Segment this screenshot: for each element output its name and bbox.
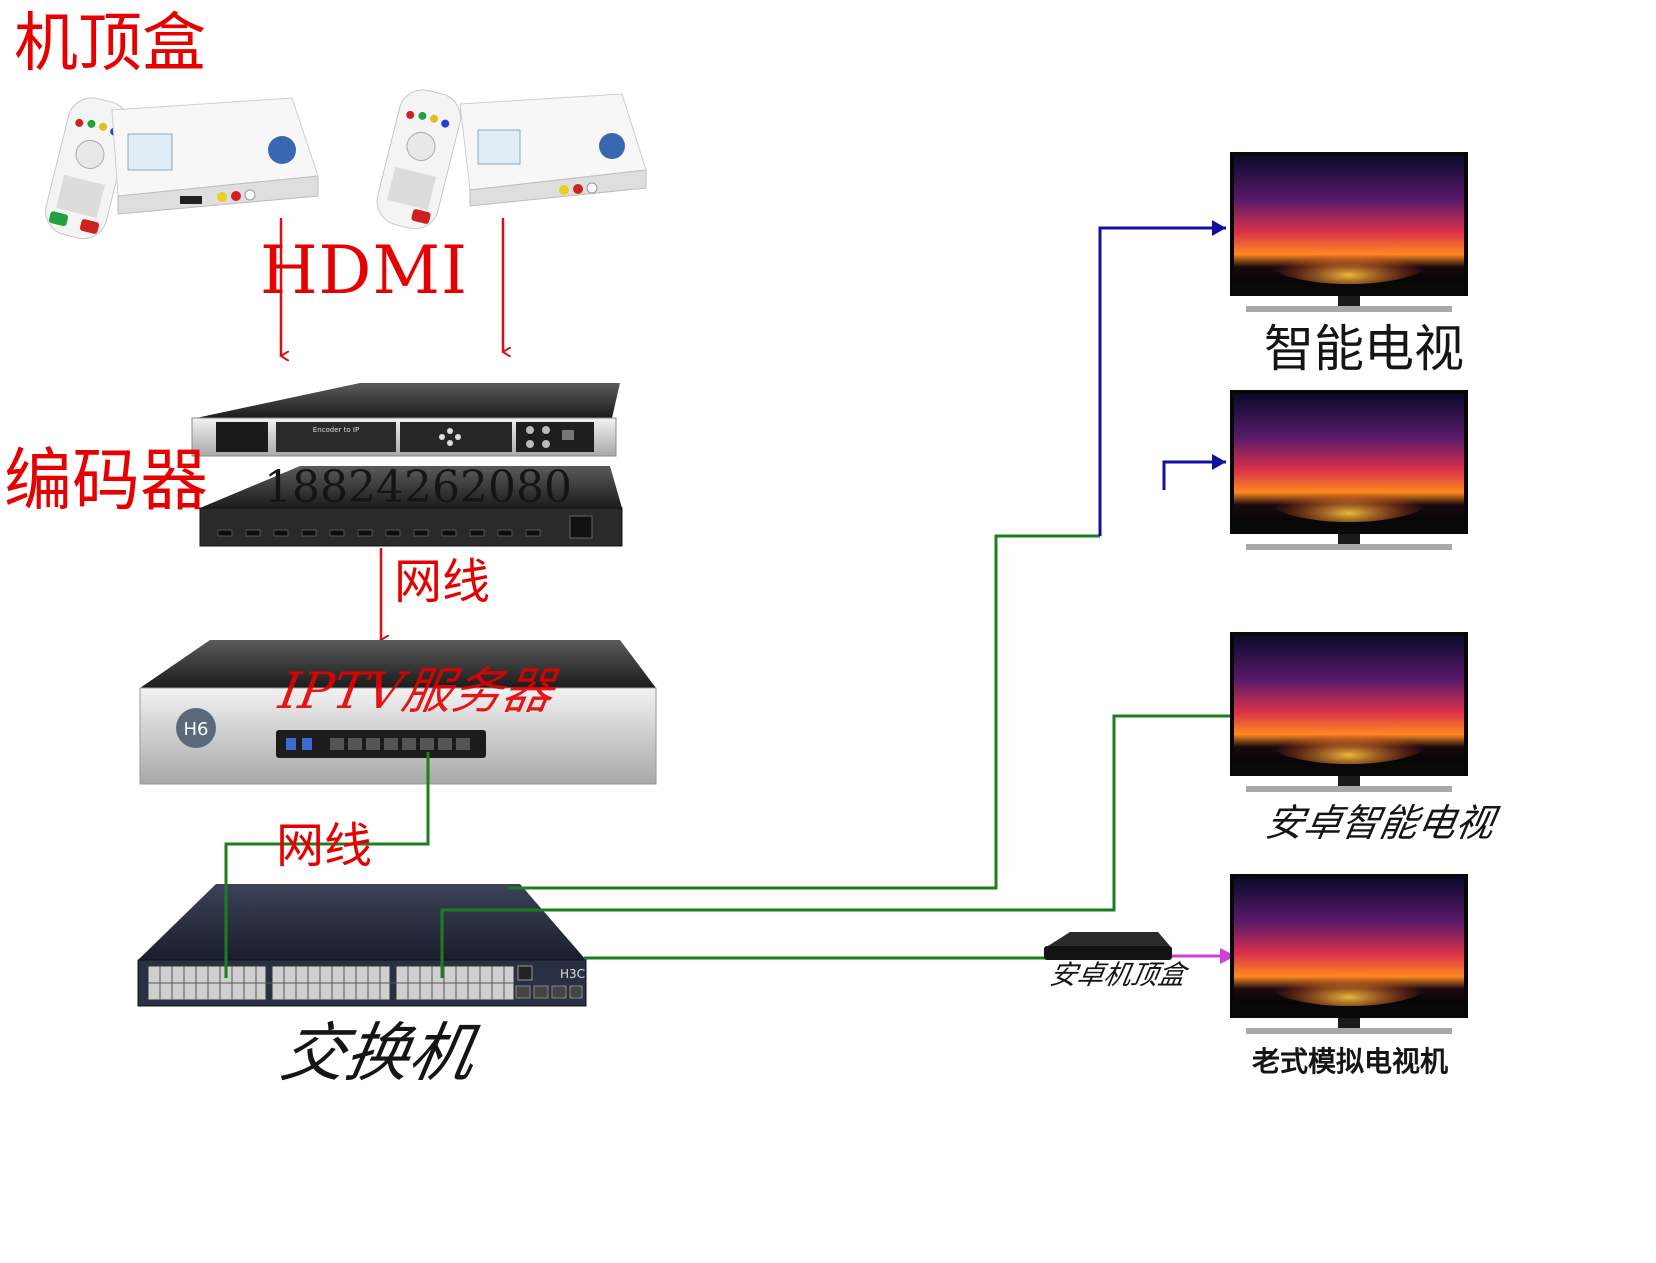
smart-tv-1 — [1230, 152, 1468, 312]
encoder-top-unit — [196, 383, 620, 418]
network-cable-label-1: 网线 — [394, 554, 491, 610]
set-top-box-2 — [376, 89, 647, 230]
server-to-switch-link — [224, 752, 430, 978]
switch-label: 交换机 — [275, 1017, 481, 1091]
encoder-label: 编码器 — [4, 442, 209, 521]
old-analog-tv-label: 老式模拟电视机 — [1252, 1045, 1449, 1078]
android-set-top-box-label: 安卓机顶盒 — [1047, 960, 1188, 991]
smart-tv-2 — [1230, 390, 1468, 550]
server-ethernet-ports — [330, 738, 470, 750]
encoder-panel-text: Encoder to IP — [313, 426, 359, 434]
hdmi-label: HDMI — [260, 232, 469, 309]
box-body-2 — [459, 93, 647, 207]
blue-tv-links — [1098, 220, 1226, 536]
smart-tv-1-link — [1098, 226, 1226, 536]
green-network-links — [224, 534, 1236, 978]
server-badge — [176, 708, 216, 748]
switch-sfp-ports — [515, 985, 583, 999]
old-analog-tv — [1230, 874, 1468, 1034]
set-top-box-1 — [45, 97, 319, 240]
iptv-server-label: IPTV服务器 — [274, 662, 558, 720]
switch-port-dividers — [148, 966, 514, 1000]
android-set-top-box-device — [1044, 932, 1172, 960]
switch-brand: H3C — [560, 967, 585, 981]
smart-tv-2-link — [1162, 460, 1226, 490]
encoder-bottom-unit — [200, 466, 622, 508]
set-top-box-label: 机顶盒 — [14, 7, 206, 81]
remote-control-2 — [376, 89, 461, 230]
network-switch-device: H3C — [137, 884, 587, 1007]
smart-tv-label: 智能电视 — [1264, 320, 1464, 378]
android-smart-tv-label: 安卓智能电视 — [1262, 801, 1498, 845]
switch-to-smart-tv-link — [508, 534, 1100, 890]
network-cable-label-2: 网线 — [276, 818, 373, 874]
box-body-1 — [111, 97, 319, 215]
android-smart-tv — [1230, 632, 1468, 792]
phone-number-label: 18824262080 — [264, 462, 572, 513]
remote-control-1 — [45, 97, 130, 240]
server-port-panel — [276, 730, 486, 758]
hdmi-arrows — [281, 218, 503, 356]
switch-to-android-tv-link — [440, 714, 1236, 978]
encoder-device: Encoder to IP — [191, 383, 623, 547]
iptv-server-device: H6 — [139, 640, 657, 785]
encoder-hdmi-ports — [217, 529, 541, 537]
server-badge-text: H6 — [184, 719, 209, 740]
